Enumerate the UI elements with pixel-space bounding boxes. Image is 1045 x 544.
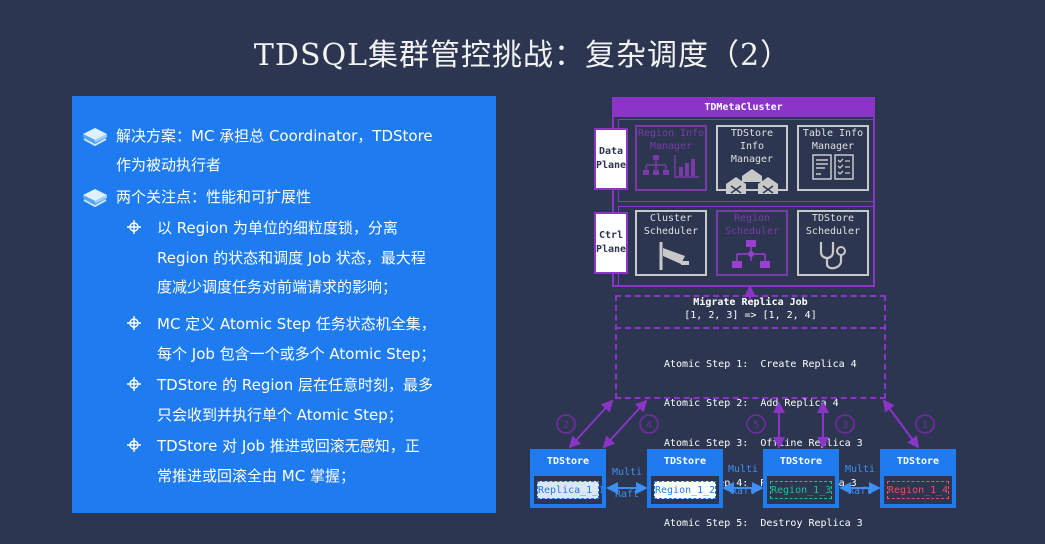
crosshair-icon (127, 438, 141, 452)
region-info-manager: Region Info Manager (635, 125, 707, 191)
region-1-4: Region_1_4 (887, 481, 949, 499)
step-marker-1: 1 (922, 420, 928, 431)
tdmetacluster-box: TDMetaCluster (612, 97, 875, 287)
step-marker-3: 3 (842, 420, 848, 431)
replica-1-1: Replica_1_1 (537, 481, 604, 499)
region-scheduler: Region Scheduler (716, 210, 788, 276)
data-plane-label: Data Plane (594, 128, 628, 190)
atomic-step: Atomic Step 1: Create Replica 4 (664, 358, 857, 370)
tdstore-node-1: TDStore Replica_1_1 (530, 449, 606, 508)
step-marker-2: 2 (563, 420, 569, 431)
job-title: Migrate Replica Job (693, 297, 808, 308)
step-marker-4: 4 (646, 420, 652, 431)
atomic-step: Atomic Step 5: Destroy Replica 3 (664, 518, 863, 530)
table-info-manager: Table Info Manager (797, 125, 869, 191)
tdstore-node-4: TDStore Region_1_4 (880, 449, 956, 508)
checklist-icon (812, 154, 854, 180)
tdstore-scheduler: TDStore Scheduler (797, 210, 869, 276)
crosshair-icon (127, 377, 141, 391)
page-title: TDSQL集群管控挑战：复杂调度（2） (253, 38, 792, 73)
connector-arrows: 2 4 5 3 1 (556, 285, 935, 494)
ctrl-plane-label: Ctrl Plane (594, 212, 628, 274)
tdstore-node-2: TDStore Region_1_2 (647, 449, 723, 508)
books-icon (80, 185, 110, 209)
region-1-3: Region_1_3 (770, 481, 832, 499)
cluster-scheduler: Cluster Scheduler (635, 210, 707, 276)
bullet-solution: 解决方案：MC 承担总 Coordinator，TDStore 作为被动执行者 (80, 122, 433, 180)
crosshair-icon (127, 316, 141, 330)
tdstore-info-manager: TDStore Info Manager (716, 125, 788, 194)
job-transition: [1, 2, 3] => [1, 2, 4] (684, 310, 817, 321)
bullet-focus: 两个关注点：性能和可扩展性 (80, 183, 311, 212)
job-separator (615, 327, 886, 329)
org-chart-icon (732, 240, 770, 268)
books-icon (80, 124, 110, 148)
tdstore-node-3: TDStore Region_1_3 (763, 449, 839, 508)
cluster-title: TDMetaCluster (614, 99, 873, 117)
crosshair-icon (127, 220, 141, 234)
security-camera-icon (659, 242, 689, 270)
stethoscope-icon (819, 242, 846, 270)
text-panel (72, 96, 496, 513)
atomic-step: Atomic Step 2: Add Replica 4 (664, 398, 839, 410)
step-marker-5: 5 (753, 420, 759, 431)
barns-icon (726, 169, 778, 194)
region-1-2: Region_1_2 (654, 481, 716, 499)
hierarchy-chart-icon (643, 155, 699, 178)
job-header: Migrate Replica Job [1, 2, 3] => [1, 2, … (615, 296, 886, 322)
